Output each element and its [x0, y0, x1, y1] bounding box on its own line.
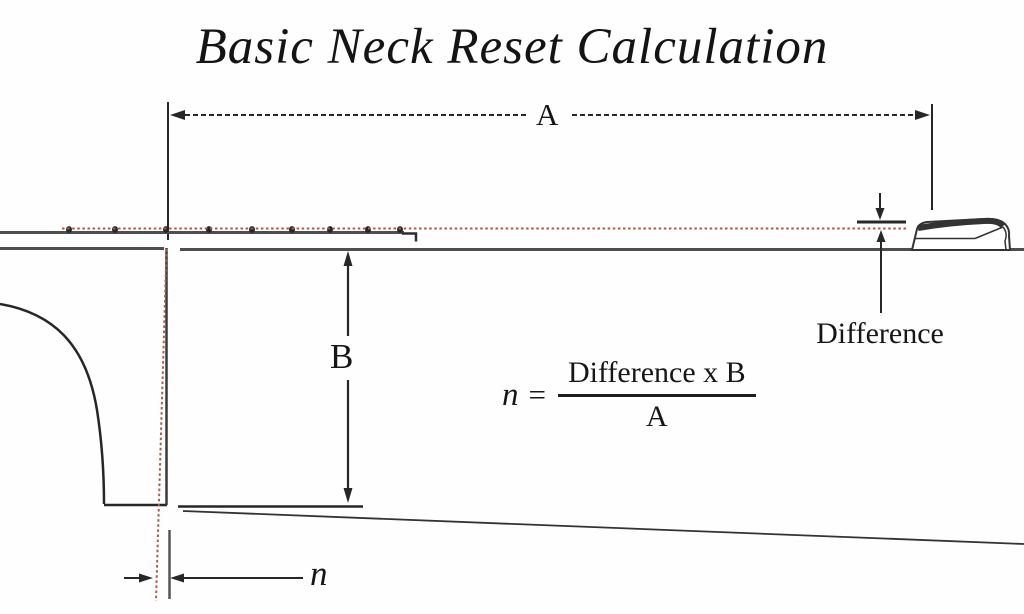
dimension-b [343, 251, 353, 503]
dimension-n [124, 530, 303, 599]
difference-down-arrowhead [875, 208, 885, 220]
dim-a-right-arrowhead [915, 110, 930, 120]
dim-b-label: B [330, 337, 354, 376]
formula-lhs: n [502, 376, 519, 413]
formula-numerator: Difference x B [557, 356, 756, 397]
bridge-facet-line [974, 226, 1004, 240]
body-taper-line [182, 510, 1024, 545]
fretboard-end-hook [402, 232, 418, 242]
bridge-right-scroll [1002, 226, 1007, 251]
dimension-a [167, 102, 933, 240]
dim-n-left-pointing-arrowhead [170, 573, 184, 583]
difference-up-arrowhead [876, 230, 886, 242]
dim-a-label: A [536, 97, 559, 132]
formula-denominator: A [646, 400, 668, 433]
bridge-top-band [917, 217, 1006, 231]
dim-b-up-arrowhead [343, 251, 353, 266]
dim-b-down-arrowhead [343, 488, 353, 503]
dim-n-right-pointing-arrowhead [139, 573, 153, 583]
dim-n-label: n [310, 554, 328, 593]
guitar-body-outline [0, 247, 1024, 545]
neck-heel-curve [0, 302, 106, 505]
new-joint-angle-line [155, 248, 168, 602]
dimension-difference [857, 193, 906, 313]
formula-fraction: Difference x B A [557, 356, 756, 434]
dim-a-left-arrowhead [170, 110, 185, 120]
page-title: Basic Neck Reset Calculation [195, 19, 829, 75]
bridge-saddle [910, 217, 1012, 251]
difference-label: Difference [816, 317, 944, 350]
formula-equals-sign: = [528, 377, 546, 412]
neck-reset-formula: n = Difference x B A [502, 356, 756, 434]
